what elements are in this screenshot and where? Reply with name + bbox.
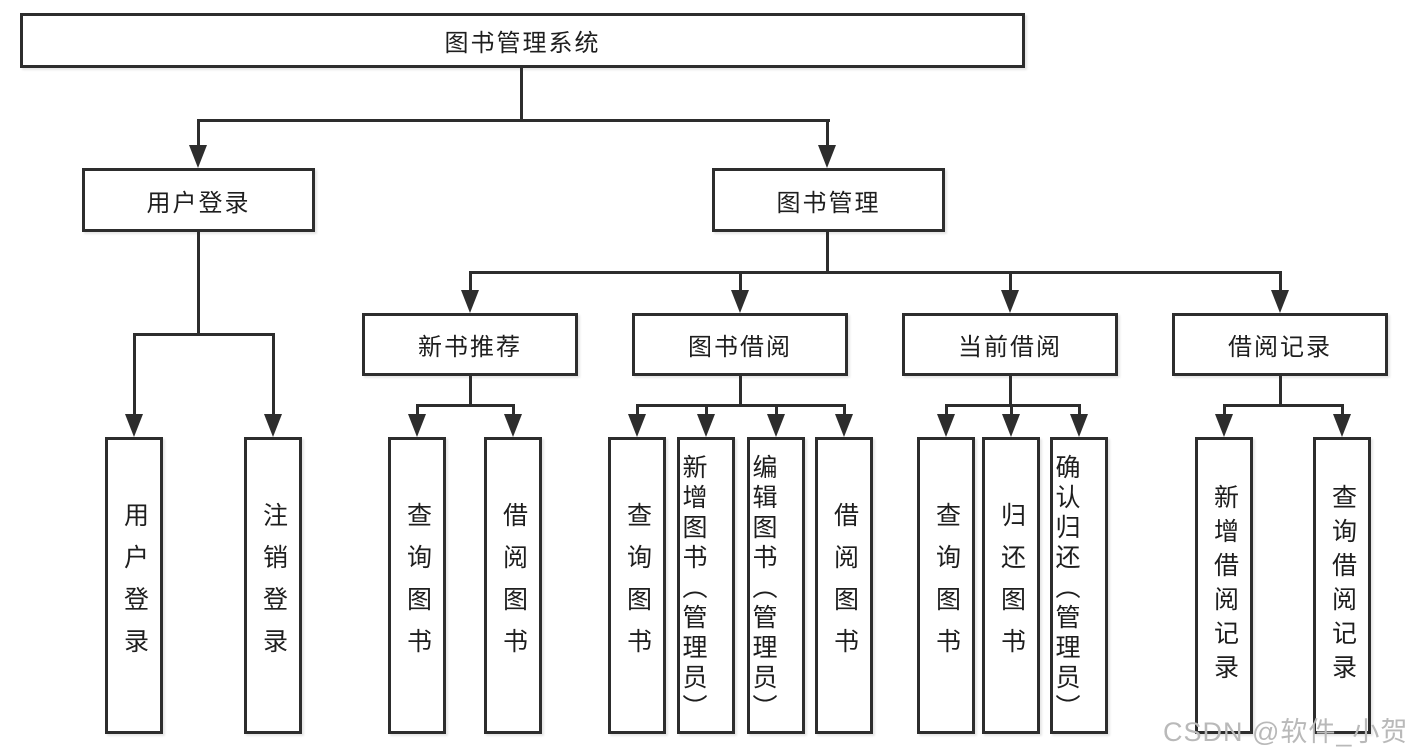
leaf-borrow-books-label: 借阅图书 bbox=[830, 501, 859, 670]
connector-line bbox=[1223, 404, 1226, 418]
connector-line bbox=[1279, 376, 1282, 407]
connector-line bbox=[739, 376, 742, 407]
connector-line bbox=[1009, 376, 1012, 407]
arrow-down-icon bbox=[125, 414, 143, 437]
connector-line bbox=[520, 68, 523, 121]
borrow-record-label: 借阅记录 bbox=[1228, 334, 1332, 361]
connector-line bbox=[416, 404, 419, 418]
connector-line bbox=[826, 232, 829, 274]
book-management-node: 图书管理 bbox=[712, 168, 945, 232]
leaf-confirm-return-admin: 确认归还（管理员） bbox=[1050, 437, 1108, 734]
leaf-query-books-current-label: 查询图书 bbox=[932, 501, 961, 670]
arrow-down-icon bbox=[264, 414, 282, 437]
arrow-down-icon bbox=[767, 414, 785, 437]
connector-line bbox=[133, 333, 275, 336]
connector-line bbox=[197, 232, 200, 336]
connector-line bbox=[1279, 271, 1282, 293]
connector-line bbox=[197, 119, 830, 122]
connector-line bbox=[826, 119, 829, 149]
csdn-watermark: CSDN @软件_小贺同学 bbox=[1163, 717, 1405, 747]
leaf-query-books-borrow-label: 查询图书 bbox=[623, 501, 652, 670]
leaf-add-borrow-record: 新增借阅记录 bbox=[1195, 437, 1253, 734]
connector-line bbox=[945, 404, 1081, 407]
leaf-add-borrow-record-label: 新增借阅记录 bbox=[1210, 483, 1239, 688]
connector-line bbox=[775, 404, 778, 418]
connector-line bbox=[272, 333, 275, 417]
user-login-node: 用户登录 bbox=[82, 168, 315, 232]
arrow-down-icon bbox=[504, 414, 522, 437]
current-borrow-label: 当前借阅 bbox=[958, 334, 1062, 361]
borrow-record-node: 借阅记录 bbox=[1172, 313, 1388, 376]
leaf-return-books-label: 归还图书 bbox=[997, 501, 1026, 670]
connector-line bbox=[636, 404, 639, 418]
connector-line bbox=[945, 404, 948, 418]
arrow-down-icon bbox=[408, 414, 426, 437]
arrow-down-icon bbox=[461, 290, 479, 313]
leaf-borrow-books-recommend: 借阅图书 bbox=[484, 437, 542, 734]
root-node: 图书管理系统 bbox=[20, 13, 1025, 68]
leaf-user-login-label: 用户登录 bbox=[120, 501, 149, 670]
leaf-query-borrow-record-label: 查询借阅记录 bbox=[1328, 483, 1357, 688]
user-login-node-label: 用户登录 bbox=[146, 189, 251, 217]
leaf-query-books-recommend-label: 查询图书 bbox=[403, 501, 432, 670]
connector-line bbox=[1341, 404, 1344, 418]
new-book-recommend-label: 新书推荐 bbox=[418, 334, 522, 361]
arrow-down-icon bbox=[1215, 414, 1233, 437]
root-node-label: 图书管理系统 bbox=[444, 30, 601, 57]
leaf-add-books-admin-label: 新增图书（管理员） bbox=[679, 454, 707, 724]
connector-line bbox=[1010, 404, 1013, 418]
arrow-down-icon bbox=[731, 290, 749, 313]
leaf-query-books-borrow: 查询图书 bbox=[608, 437, 666, 734]
connector-line bbox=[705, 404, 708, 418]
connector-line bbox=[469, 271, 1282, 274]
arrow-down-icon bbox=[1002, 414, 1020, 437]
leaf-edit-books-admin: 编辑图书（管理员） bbox=[747, 437, 805, 734]
arrow-down-icon bbox=[937, 414, 955, 437]
leaf-user-login: 用户登录 bbox=[105, 437, 163, 734]
leaf-edit-books-admin-label: 编辑图书（管理员） bbox=[749, 454, 777, 724]
connector-line bbox=[636, 404, 846, 407]
current-borrow-node: 当前借阅 bbox=[902, 313, 1118, 376]
leaf-logout-label: 注销登录 bbox=[259, 501, 288, 670]
book-management-node-label: 图书管理 bbox=[776, 189, 881, 217]
connector-line bbox=[1009, 271, 1012, 293]
arrow-down-icon bbox=[697, 414, 715, 437]
arrow-down-icon bbox=[189, 145, 207, 168]
leaf-return-books: 归还图书 bbox=[982, 437, 1040, 734]
leaf-query-borrow-record: 查询借阅记录 bbox=[1313, 437, 1371, 734]
connector-line bbox=[416, 404, 515, 407]
leaf-borrow-books-recommend-label: 借阅图书 bbox=[499, 501, 528, 670]
connector-line bbox=[1078, 404, 1081, 418]
connector-line bbox=[133, 333, 136, 417]
leaf-query-books-recommend: 查询图书 bbox=[388, 437, 446, 734]
leaf-borrow-books: 借阅图书 bbox=[815, 437, 873, 734]
connector-line bbox=[512, 404, 515, 418]
leaf-confirm-return-admin-label: 确认归还（管理员） bbox=[1052, 454, 1080, 724]
arrow-down-icon bbox=[1070, 414, 1088, 437]
connector-line bbox=[1223, 404, 1344, 407]
connector-line bbox=[197, 119, 200, 149]
arrow-down-icon bbox=[628, 414, 646, 437]
connector-line bbox=[739, 271, 742, 293]
connector-line bbox=[469, 271, 472, 293]
arrow-down-icon bbox=[1001, 290, 1019, 313]
connector-line bbox=[843, 404, 846, 418]
arrow-down-icon bbox=[1271, 290, 1289, 313]
arrow-down-icon bbox=[1333, 414, 1351, 437]
book-borrow-label: 图书借阅 bbox=[688, 334, 792, 361]
new-book-recommend-node: 新书推荐 bbox=[362, 313, 578, 376]
book-borrow-node: 图书借阅 bbox=[632, 313, 848, 376]
arrow-down-icon bbox=[818, 145, 836, 168]
connector-line bbox=[469, 376, 472, 407]
leaf-query-books-current: 查询图书 bbox=[917, 437, 975, 734]
leaf-add-books-admin: 新增图书（管理员） bbox=[677, 437, 735, 734]
leaf-logout: 注销登录 bbox=[244, 437, 302, 734]
arrow-down-icon bbox=[835, 414, 853, 437]
